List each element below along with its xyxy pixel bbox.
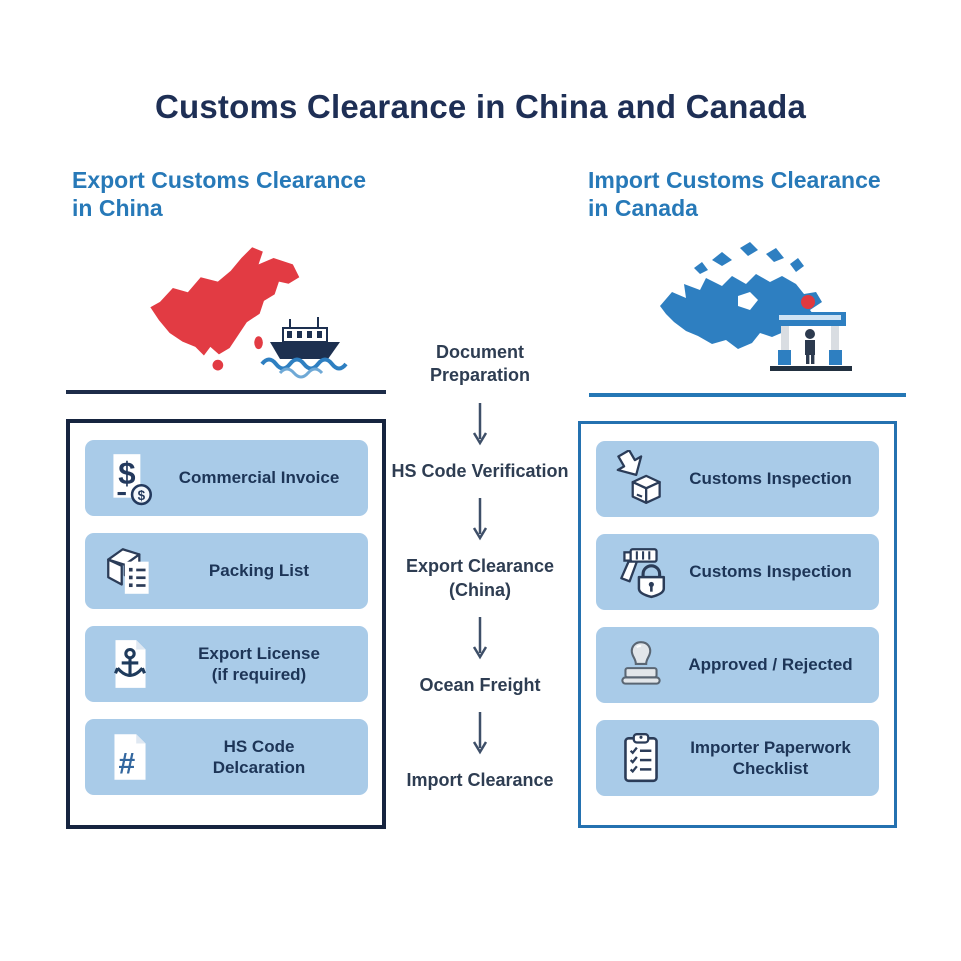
invoice-dollar-icon: $ $ — [101, 449, 159, 507]
list-item-label: Importer Paperwork Checklist — [690, 737, 851, 778]
list-item-label: Packing List — [208, 561, 310, 581]
list-item-customs-inspection-1: Customs Inspection — [596, 441, 879, 517]
arrow-down-icon — [472, 616, 488, 660]
list-item-label: Approved / Rejected — [688, 655, 853, 675]
list-item-customs-inspection-2: Customs Inspection — [596, 534, 879, 610]
hash-document-icon: # — [101, 728, 159, 786]
flow-step-import-clearance: Import Clearance — [406, 770, 554, 791]
scanner-lock-icon — [612, 543, 670, 601]
list-item-label: Export License (if required) — [198, 643, 320, 684]
packing-box-list-icon — [101, 542, 159, 600]
cargo-ship-icon — [260, 317, 348, 379]
right-section-heading: Import Customs Clearance in Canada — [588, 167, 881, 222]
list-item-export-license: Export License (if required) — [84, 626, 368, 702]
flow-step-ocean-freight: Ocean Freight — [419, 674, 541, 695]
list-item-label: Commercial Invoice — [178, 468, 340, 488]
list-item-importer-paperwork-checklist: Importer Paperwork Checklist — [596, 720, 879, 796]
list-item-label: HS Code Delcaration — [212, 736, 306, 777]
right-divider-line — [589, 393, 906, 397]
svg-text:$: $ — [137, 488, 145, 503]
list-item-approved-rejected: Approved / Rejected — [596, 627, 879, 703]
arrow-down-icon — [472, 402, 488, 446]
customs-gate-icon — [770, 295, 852, 371]
flow-step-document-preparation: Document Preparation — [429, 342, 531, 386]
left-section-heading: Export Customs Clearance in China — [72, 167, 366, 222]
list-item-label: Customs Inspection — [689, 469, 852, 489]
arrow-down-icon — [472, 712, 488, 755]
flow-step-hs-code-verification: HS Code Verification — [391, 460, 569, 481]
list-item-commercial-invoice: $ $ Commercial Invoice — [84, 440, 368, 516]
clipboard-checklist-icon — [612, 729, 670, 787]
process-flow-column: Document Preparation HS Code Verificatio… — [360, 341, 600, 793]
stamp-icon — [612, 636, 670, 694]
svg-text:$: $ — [118, 456, 135, 491]
left-divider-line — [66, 390, 386, 394]
list-item-hs-code-declaration: # HS Code Delcaration — [84, 719, 368, 795]
china-map-icon — [150, 247, 300, 371]
export-documents-panel: $ $ Commercial Invoice — [66, 419, 386, 829]
anchor-document-icon — [101, 635, 159, 693]
page-title: Customs Clearance in China and Canada — [154, 88, 807, 125]
open-box-arrow-icon — [612, 450, 670, 508]
import-steps-panel: Customs Inspection Customs Inspection — [578, 421, 897, 828]
list-item-packing-list: Packing List — [84, 533, 368, 609]
arrow-down-icon — [472, 498, 488, 541]
flow-step-export-clearance-china: Export Clearance (China) — [405, 556, 555, 600]
list-item-label: Customs Inspection — [689, 562, 852, 582]
svg-text:#: # — [118, 748, 135, 781]
